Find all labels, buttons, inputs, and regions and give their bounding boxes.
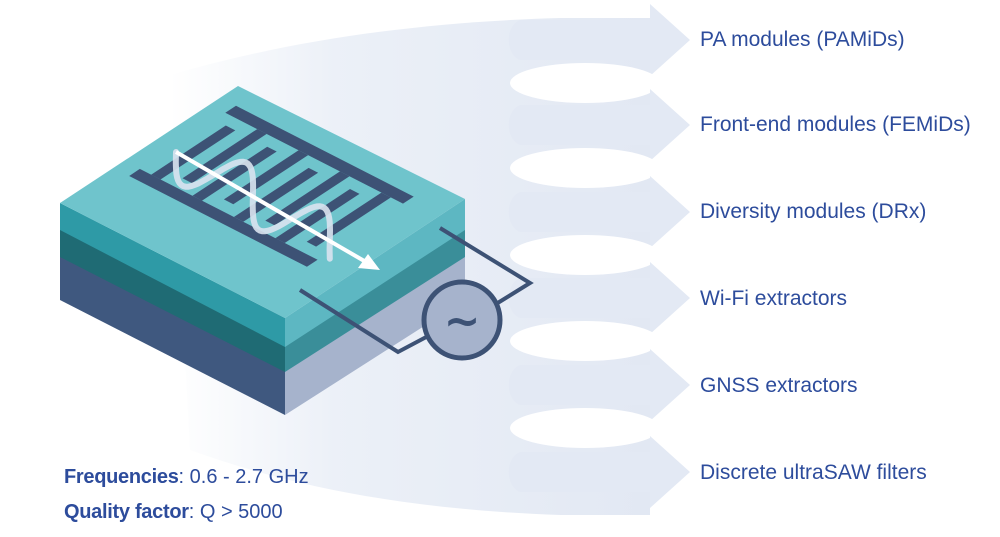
- application-label-front-end-modules: Front-end modules (FEMiDs): [700, 113, 971, 136]
- quality-factor-spec: Quality factor: Q > 5000: [64, 495, 309, 530]
- substrate-right: [285, 255, 465, 415]
- acoustic-wave: [172, 149, 334, 262]
- application-label-wifi-extractors: Wi-Fi extractors: [700, 287, 847, 310]
- quality-factor-label: Quality factor: [64, 501, 189, 523]
- arrow-gap: [510, 321, 660, 361]
- wire-bottom: [298, 288, 431, 355]
- arrow-gap: [510, 235, 660, 275]
- arrow-gap: [510, 148, 660, 188]
- application-arrow: [508, 176, 690, 248]
- electrode-segment: [275, 189, 360, 243]
- application-arrow: [508, 89, 690, 161]
- quality-factor-value: : Q > 5000: [188, 501, 283, 523]
- electrode-segment: [192, 146, 277, 201]
- ac-source-symbol: ~: [444, 296, 481, 347]
- electrode-segment: [265, 171, 350, 226]
- application-label-pa-modules: PA modules (PAMiDs): [700, 28, 905, 51]
- wave-direction-arrow-line: [174, 150, 368, 264]
- application-arrow: [508, 349, 690, 421]
- application-label-diversity-modules: Diversity modules (DRx): [700, 200, 927, 223]
- resonator-chip: ~: [60, 86, 534, 415]
- frequencies-label: Frequencies: [64, 466, 179, 488]
- application-label-gnss-extractors: GNSS extractors: [700, 374, 858, 397]
- ac-source-icon: [421, 279, 503, 361]
- application-arrow: [508, 262, 690, 334]
- application-label-discrete-filters: Discrete ultraSAW filters: [700, 461, 927, 484]
- specifications: Frequencies: 0.6 - 2.7 GHz Quality facto…: [64, 460, 309, 530]
- middle-layer-right: [285, 228, 465, 372]
- arrow-gap: [510, 63, 660, 103]
- application-arrow: [508, 4, 690, 76]
- application-arrow: [508, 436, 690, 508]
- substrate-front: [60, 255, 285, 415]
- middle-layer-front: [60, 228, 285, 372]
- electrode-segment: [129, 168, 318, 267]
- arrow-gap: [510, 408, 660, 448]
- wave-direction-arrowhead: [358, 254, 380, 270]
- electrode-segment: [225, 105, 414, 204]
- electrode-segment: [151, 125, 236, 180]
- frequencies-spec: Frequencies: 0.6 - 2.7 GHz: [64, 460, 309, 495]
- frequencies-value: : 0.6 - 2.7 GHz: [178, 466, 309, 488]
- top-layer-front: [60, 203, 285, 347]
